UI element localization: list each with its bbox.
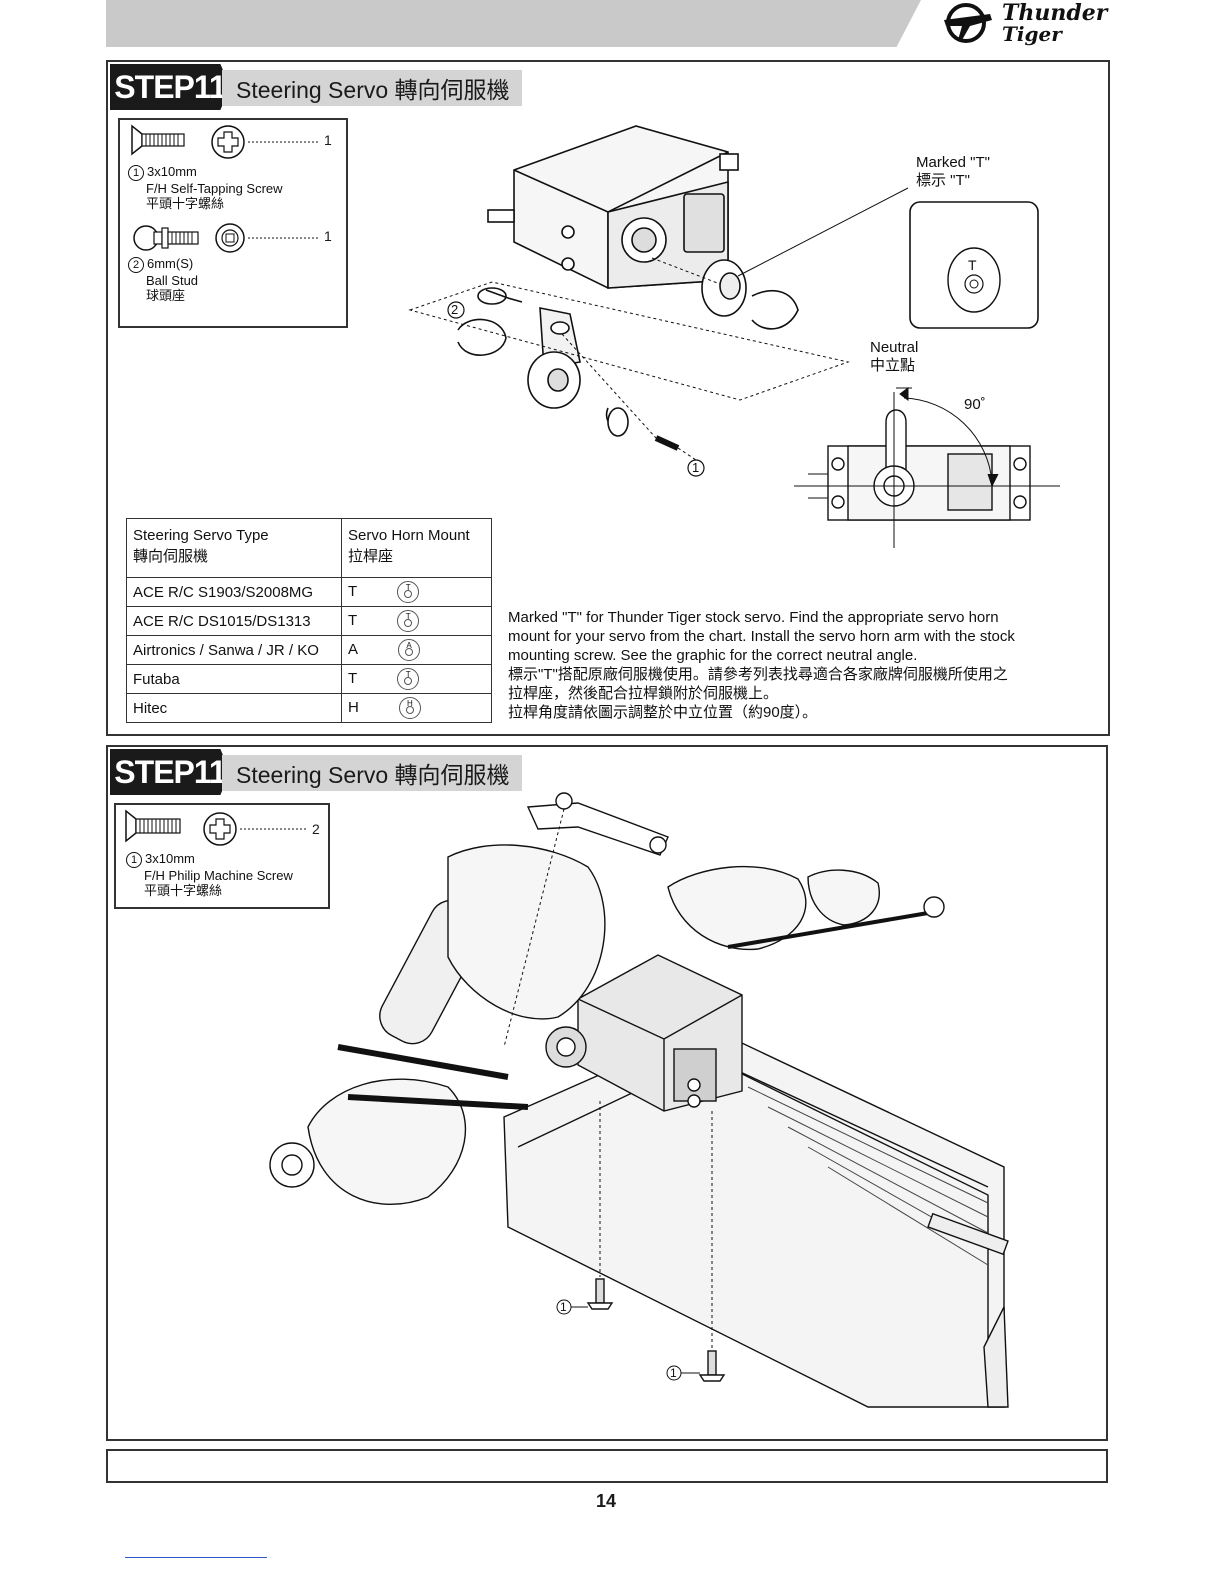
- marked-t-cn: 標示 "T": [916, 172, 970, 189]
- marked-t-label: Marked "T" 標示 "T": [916, 154, 990, 190]
- part1-qty: 1: [324, 132, 332, 148]
- ball-stud-end-icon: [215, 223, 245, 253]
- instruction-cn-3: 拉桿角度請依圖示調整於中立位置（約90度）。: [508, 704, 818, 721]
- brand-logo: Thunder Tiger: [940, 0, 1110, 46]
- header-type-cn: 轉向伺服機: [133, 548, 209, 565]
- brand-line1: Thunder: [1002, 0, 1108, 26]
- step-badge: STEP11: [110, 749, 230, 795]
- phillips-head-icon: [203, 812, 237, 846]
- servo-exploded-diagram: [408, 125, 1060, 548]
- instruction-en-1: Marked "T" for Thunder Tiger stock servo…: [508, 609, 999, 626]
- parts-drawings: [131, 124, 320, 253]
- row-mount-letter: T: [348, 582, 358, 600]
- horn-mount-icon: A: [398, 639, 421, 661]
- row-mount-letter: A: [348, 640, 359, 658]
- table-header-mount: Servo Horn Mount 拉桿座: [341, 518, 492, 578]
- bottom-part1-name-cn: 平頭十字螺絲: [144, 882, 223, 898]
- step-badge: STEP11: [110, 64, 230, 110]
- part1-size: 3x10mm: [147, 164, 197, 179]
- bottom-part1-qty: 2: [312, 821, 320, 837]
- instruction-text: Marked "T" for Thunder Tiger stock servo…: [508, 608, 1098, 722]
- header-mount-en: Servo Horn Mount: [348, 527, 470, 544]
- row-mount-letter: H: [348, 698, 359, 716]
- page-number: 14: [596, 1491, 617, 1511]
- part1-name-cn: 平頭十字螺絲: [146, 195, 225, 211]
- callout-label-2: 2: [451, 302, 459, 317]
- horn-mount-icon: T: [397, 610, 420, 632]
- step-title: Steering Servo 轉向伺服機: [222, 70, 522, 106]
- step-panel-top: STEP11 Steering Servo 轉向伺服機: [106, 60, 1110, 736]
- chassis-assembly-diagram: [269, 792, 1009, 1408]
- logo-plane-icon: [944, 3, 992, 43]
- brand-line2: Tiger: [1002, 22, 1062, 46]
- bottom-part1-name: F/H Philip Machine Screw: [144, 867, 293, 883]
- horn-mount-icon: H: [398, 697, 421, 719]
- row-mount-letter: T: [348, 611, 358, 629]
- row-type: ACE R/C DS1015/DS1313: [126, 606, 342, 636]
- step-header-bottom: STEP11 Steering Servo 轉向伺服機: [110, 749, 530, 795]
- phillips-head-icon: [211, 125, 245, 159]
- header-bar: [106, 0, 921, 47]
- part2-name-cn: 球頭座: [146, 287, 186, 303]
- bottom-link-underline: [125, 1557, 267, 1558]
- table-header-row: Steering Servo Type 轉向伺服機 Servo Horn Mou…: [126, 518, 492, 578]
- bottom-part1-size: 3x10mm: [145, 851, 195, 866]
- instruction-en-2: mount for your servo from the chart. Ins…: [508, 628, 1015, 645]
- servo-horn-table: Steering Servo Type 轉向伺服機 Servo Horn Mou…: [126, 518, 492, 723]
- horn-mount-icon: T: [397, 668, 420, 690]
- flat-head-screw-icon: [125, 809, 181, 843]
- instruction-cn-1: 標示"T"搭配原廠伺服機使用。請參考列表找尋適合各家廠牌伺服機所使用之: [508, 666, 1008, 683]
- table-header-type: Steering Servo Type 轉向伺服機: [126, 518, 342, 578]
- part1-name: F/H Self-Tapping Screw: [146, 180, 283, 196]
- row-type: ACE R/C S1903/S2008MG: [126, 577, 342, 607]
- header-mount-cn: 拉桿座: [348, 548, 394, 565]
- step-panel-bottom: STEP11 Steering Servo 轉向伺服機 2 1 3x10mm: [106, 745, 1108, 1441]
- callout-circle-2: [447, 301, 465, 319]
- callout-label-1: 1: [692, 460, 700, 475]
- bottom-callout-a: 1: [560, 1300, 567, 1314]
- instruction-cn-2: 拉桿座，然後配合拉桿鎖附於伺服機上。: [508, 685, 779, 702]
- row-type: Airtronics / Sanwa / JR / KO: [126, 635, 342, 665]
- neutral-en: Neutral: [870, 339, 919, 356]
- instruction-en-3: mounting screw. See the graphic for the …: [508, 647, 918, 664]
- marked-t-en: Marked "T": [916, 154, 990, 171]
- header-type-en: Steering Servo Type: [133, 527, 269, 544]
- row-mount-letter: T: [348, 669, 358, 687]
- neutral-label: Neutral 中立點: [870, 339, 918, 375]
- horn-mount-icon: T: [397, 581, 420, 603]
- neutral-cn: 中立點: [870, 357, 916, 374]
- part2-name: Ball Stud: [146, 272, 199, 288]
- step-title: Steering Servo 轉向伺服機: [222, 755, 522, 791]
- step-header-top: STEP11 Steering Servo 轉向伺服機: [110, 64, 530, 110]
- row-type: Futaba: [126, 664, 342, 694]
- angle-label: 90˚: [964, 396, 986, 413]
- row-type: Hitec: [126, 693, 342, 723]
- part2-qty: 1: [324, 228, 332, 244]
- part2-size: 6mm(S): [147, 256, 194, 271]
- detail-letter: T: [968, 257, 977, 273]
- bottom-callout-b: 1: [670, 1366, 677, 1380]
- bottom-parts-drawings: [125, 809, 308, 846]
- footer-note-box: [106, 1449, 1108, 1483]
- callout-circle-1: [687, 459, 705, 477]
